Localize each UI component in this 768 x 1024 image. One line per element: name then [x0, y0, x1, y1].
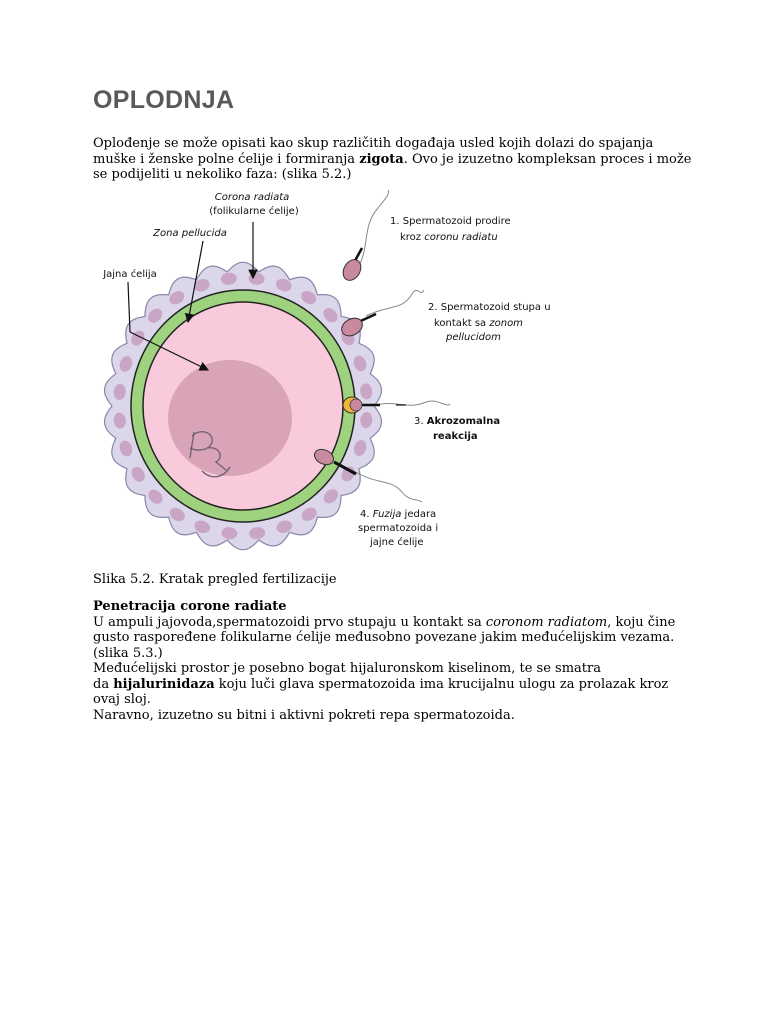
corona-cell — [131, 466, 145, 482]
corona-cell — [276, 520, 293, 533]
corona-cell — [353, 440, 367, 456]
fertilization-diagram: Corona radiata (folikularne ćelije) Zona… — [102, 189, 551, 551]
label-step2-line2-a: kontakt sa — [434, 318, 489, 329]
label-corona-2: (folikularne ćelije) — [209, 205, 299, 217]
section-heading: Penetracija corone radiate — [93, 599, 287, 614]
section-p1-b: , koju čine gusto raspoređene folikularn… — [93, 614, 676, 661]
corona-cell — [301, 290, 317, 305]
label-step4-line2: spermatozoida i — [358, 523, 438, 534]
section-p3-b: koju luči glava spermatozoida ima krucij… — [93, 676, 669, 708]
label-step3-line1-a: 3. — [414, 416, 427, 427]
watermark-logo — [189, 431, 231, 478]
label-step1-line2: kroz coronu radiatu — [400, 232, 498, 243]
label-zona: Zona pellucida — [152, 228, 227, 239]
corona-cell — [113, 383, 126, 400]
corona-cell — [249, 527, 266, 540]
corona-cell — [113, 412, 126, 429]
corona-cell — [220, 272, 237, 285]
section-p3: da hijalurinidaza koju luči glava sperma… — [93, 677, 668, 708]
intro-bold-term: zigota — [359, 151, 404, 167]
corona-cell — [148, 308, 163, 323]
corona-cell — [194, 520, 211, 534]
label-step2-line1: 2. Spermatozoid stupa u — [428, 302, 551, 313]
section-p4: Naravno, izuzetno su bitni i aktivni pok… — [93, 707, 515, 723]
figure-caption: Slika 5.2. Kratak pregled fertilizacije — [93, 572, 337, 587]
corona-cell — [360, 383, 373, 400]
arrow-jajna-2 — [129, 331, 210, 371]
corona-cell — [275, 278, 292, 292]
label-step2-line2-b: zonom — [488, 318, 523, 329]
section-p3-bold: hijalurinidaza — [113, 676, 215, 692]
label-step4-line1-a: 4. — [360, 509, 373, 520]
corona-cell — [119, 440, 133, 457]
label-step4-line1-b: Fuzija — [373, 509, 402, 520]
label-step1-line1: 1. Spermatozoid prodire — [390, 216, 511, 227]
section-p3-a: da — [93, 676, 114, 692]
corona-cell — [323, 489, 338, 504]
label-step3-line2: reakcija — [433, 431, 478, 442]
corona-cell — [169, 507, 185, 522]
corona-cell — [169, 291, 185, 305]
corona-cell — [193, 279, 210, 292]
label-jajna: Jajna ćelija — [102, 268, 157, 280]
section-p2: Međućelijski prostor je posebno bogat hi… — [93, 661, 601, 676]
corona-cell — [353, 355, 367, 372]
intro-text-1: Oplođenje se može opisati kao skup razli… — [93, 136, 654, 167]
corona-cells — [113, 272, 373, 540]
label-step4-line1: 4. Fuzija jedara — [360, 509, 436, 520]
section-p1-italic: coronom radiatom — [485, 614, 608, 630]
section-p1: U ampuli jajovoda,spermatozoidi prvo stu… — [93, 615, 675, 661]
arrow-jajna — [127, 281, 131, 333]
egg-nucleus — [168, 360, 292, 476]
label-step3-line1-b: Akrozomalna — [427, 416, 500, 427]
corona-cell — [119, 356, 133, 372]
corona-cell — [323, 308, 338, 323]
corona-cell — [148, 489, 163, 504]
label-corona-1: Corona radiata — [215, 192, 290, 203]
section-p1-a: U ampuli jajovoda,spermatozoidi prvo stu… — [93, 614, 486, 630]
label-step3-line1: 3. Akrozomalna — [414, 416, 500, 427]
page-title: OPLODNJA — [93, 86, 235, 114]
intro-text-2: . Ovo je izuzetno kompleksan proces i mo… — [93, 151, 692, 183]
label-step1-line2-b: coronu radiatu — [424, 232, 497, 243]
sperm-2 — [341, 289, 425, 337]
label-step4-line3: jajne ćelije — [369, 536, 424, 548]
arrow-zona — [184, 240, 204, 324]
label-step2-line2: kontakt sa zonom — [434, 318, 523, 329]
corona-cell — [360, 412, 373, 429]
label-step1-line2-a: kroz — [400, 232, 424, 243]
corona-cell — [301, 507, 317, 521]
intro-paragraph: Oplođenje se može opisati kao skup razli… — [93, 136, 693, 183]
label-step4-line1-c: jedara — [401, 509, 436, 520]
label-step2-line3: pellucidom — [445, 332, 501, 343]
corona-cell — [221, 527, 238, 540]
sperm-1 — [342, 189, 389, 281]
sperm-4 — [313, 448, 423, 503]
sperm-3 — [342, 396, 451, 414]
section-corona-penetration: Penetracija corone radiate U ampuli jajo… — [93, 599, 693, 723]
